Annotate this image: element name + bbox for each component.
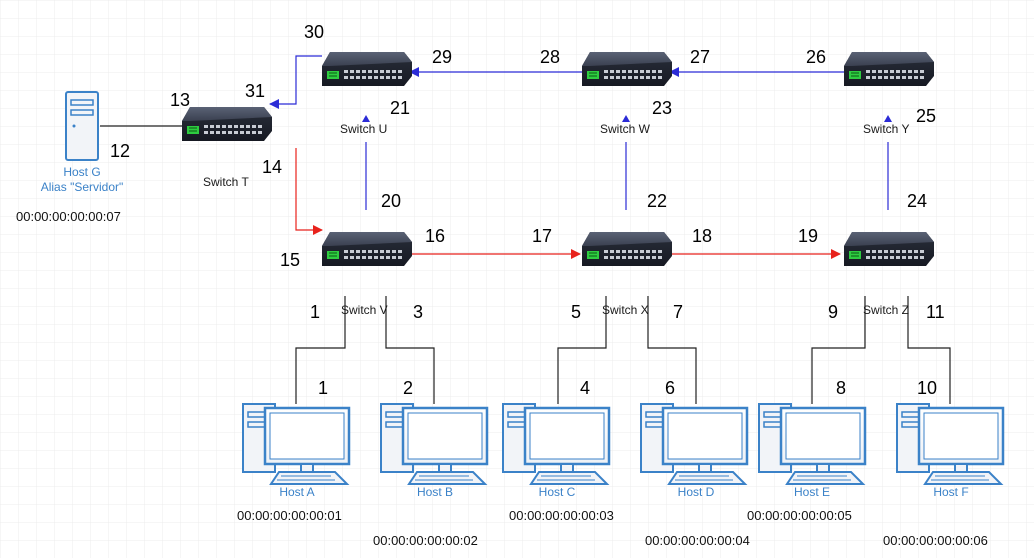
blue-arrowheads xyxy=(362,115,892,122)
port-label: 3 xyxy=(413,302,423,322)
port-label: 19 xyxy=(798,226,818,246)
switch-X-label: Switch X xyxy=(602,303,649,317)
switch-Y-label: Switch Y xyxy=(863,122,909,136)
port-label: 28 xyxy=(540,47,560,67)
port-label: 10 xyxy=(917,378,937,398)
port-label: 11 xyxy=(926,302,945,322)
switch-Z-label: Switch Z xyxy=(863,303,909,317)
host-D[interactable]: Host D 00:00:00:00:00:04 xyxy=(639,402,750,548)
port-label: 1 xyxy=(318,378,328,398)
port-label: 7 xyxy=(673,302,683,322)
host-B-mac: 00:00:00:00:00:02 xyxy=(373,533,478,548)
switch-Y[interactable]: Switch Y xyxy=(843,51,935,136)
switch-U-label: Switch U xyxy=(340,122,387,136)
host-F-mac: 00:00:00:00:00:06 xyxy=(883,533,988,548)
port-label: 27 xyxy=(690,47,710,67)
computer-icon xyxy=(757,402,867,486)
host-C-mac: 00:00:00:00:00:03 xyxy=(509,508,614,523)
port-label: 12 xyxy=(110,141,130,161)
switch-T-icon xyxy=(181,106,273,142)
switch-V-label: Switch V xyxy=(341,303,388,317)
host-G[interactable]: Host G Alias "Servidor" 00:00:00:00:00:0… xyxy=(16,91,124,224)
switch-W[interactable]: Switch W xyxy=(581,51,673,136)
switch-U[interactable]: Switch U xyxy=(321,51,413,136)
host-B-label: Host B xyxy=(417,485,453,499)
switch-Z[interactable]: Switch Z xyxy=(843,231,935,317)
host-C-label: Host C xyxy=(539,485,576,499)
port-label: 9 xyxy=(828,302,838,322)
red-path xyxy=(295,148,841,259)
computer-icon xyxy=(639,402,749,486)
host-B[interactable]: Host B 00:00:00:00:00:02 xyxy=(373,402,489,548)
port-label: 8 xyxy=(836,378,846,398)
computer-icon xyxy=(895,402,1005,486)
switch-V-icon xyxy=(321,231,413,267)
link-switchX-hostC xyxy=(557,296,607,404)
switch-U-icon xyxy=(321,51,413,87)
server-icon xyxy=(65,91,99,161)
switch-Y-icon xyxy=(843,51,935,87)
port-label: 15 xyxy=(280,250,300,270)
host-G-mac: 00:00:00:00:00:07 xyxy=(16,209,121,224)
host-E-mac: 00:00:00:00:00:05 xyxy=(747,508,852,523)
switch-T-label: Switch T xyxy=(203,175,249,189)
port-label: 1 xyxy=(310,302,320,322)
port-numbers: 1 1 2 3 4 5 6 7 8 9 10 11 12 13 14 15 16… xyxy=(110,22,945,398)
switch-V[interactable]: Switch V xyxy=(321,231,413,317)
switch-X[interactable]: Switch X xyxy=(581,231,673,317)
link-switchV-hostB xyxy=(385,296,435,404)
arrowhead-U xyxy=(362,115,370,122)
red-link-T-V xyxy=(295,148,323,235)
host-D-mac: 00:00:00:00:00:04 xyxy=(645,533,750,548)
port-label: 18 xyxy=(692,226,712,246)
port-label: 22 xyxy=(647,191,667,211)
port-label: 23 xyxy=(652,98,672,118)
port-label: 14 xyxy=(262,157,282,177)
link-switchZ-hostE xyxy=(811,296,866,404)
port-label: 21 xyxy=(390,98,410,118)
arrowhead-Y xyxy=(884,115,892,122)
host-E[interactable]: Host E 00:00:00:00:00:05 xyxy=(747,402,867,523)
port-label: 4 xyxy=(580,378,590,398)
computer-icon xyxy=(241,402,351,486)
port-label: 16 xyxy=(425,226,445,246)
switch-Z-icon xyxy=(843,231,935,267)
port-label: 30 xyxy=(304,22,324,42)
switch-W-label: Switch W xyxy=(600,122,651,136)
computer-icon xyxy=(379,402,489,486)
host-F[interactable]: Host F 00:00:00:00:00:06 xyxy=(883,402,1005,548)
host-A-label: Host A xyxy=(279,485,314,499)
host-C[interactable]: Host C 00:00:00:00:00:03 xyxy=(501,402,614,523)
blue-link-U-T xyxy=(269,55,322,109)
switch-X-icon xyxy=(581,231,673,267)
host-links xyxy=(100,125,951,404)
link-switchX-hostD xyxy=(647,296,697,404)
port-label: 26 xyxy=(806,47,826,67)
port-label: 5 xyxy=(571,302,581,322)
host-A-mac: 00:00:00:00:00:01 xyxy=(237,508,342,523)
port-label: 13 xyxy=(170,90,190,110)
computer-icon xyxy=(501,402,611,486)
port-label: 31 xyxy=(245,81,265,101)
link-switchV-hostA xyxy=(295,296,346,404)
port-label: 17 xyxy=(532,226,552,246)
host-G-label: Host G xyxy=(63,165,100,179)
port-label: 2 xyxy=(403,378,413,398)
host-E-label: Host E xyxy=(794,485,830,499)
port-label: 25 xyxy=(916,106,936,126)
host-D-label: Host D xyxy=(678,485,715,499)
switch-W-icon xyxy=(581,51,673,87)
blue-path xyxy=(269,55,889,210)
arrowhead-W xyxy=(622,115,630,122)
host-G-alias: Alias "Servidor" xyxy=(41,180,124,194)
port-label: 24 xyxy=(907,191,927,211)
port-label: 6 xyxy=(665,378,675,398)
port-label: 29 xyxy=(432,47,452,67)
host-F-label: Host F xyxy=(933,485,968,499)
host-A[interactable]: Host A 00:00:00:00:00:01 xyxy=(237,402,351,523)
port-label: 20 xyxy=(381,191,401,211)
switch-T[interactable]: Switch T xyxy=(181,106,273,189)
link-switchZ-hostF xyxy=(907,296,951,404)
